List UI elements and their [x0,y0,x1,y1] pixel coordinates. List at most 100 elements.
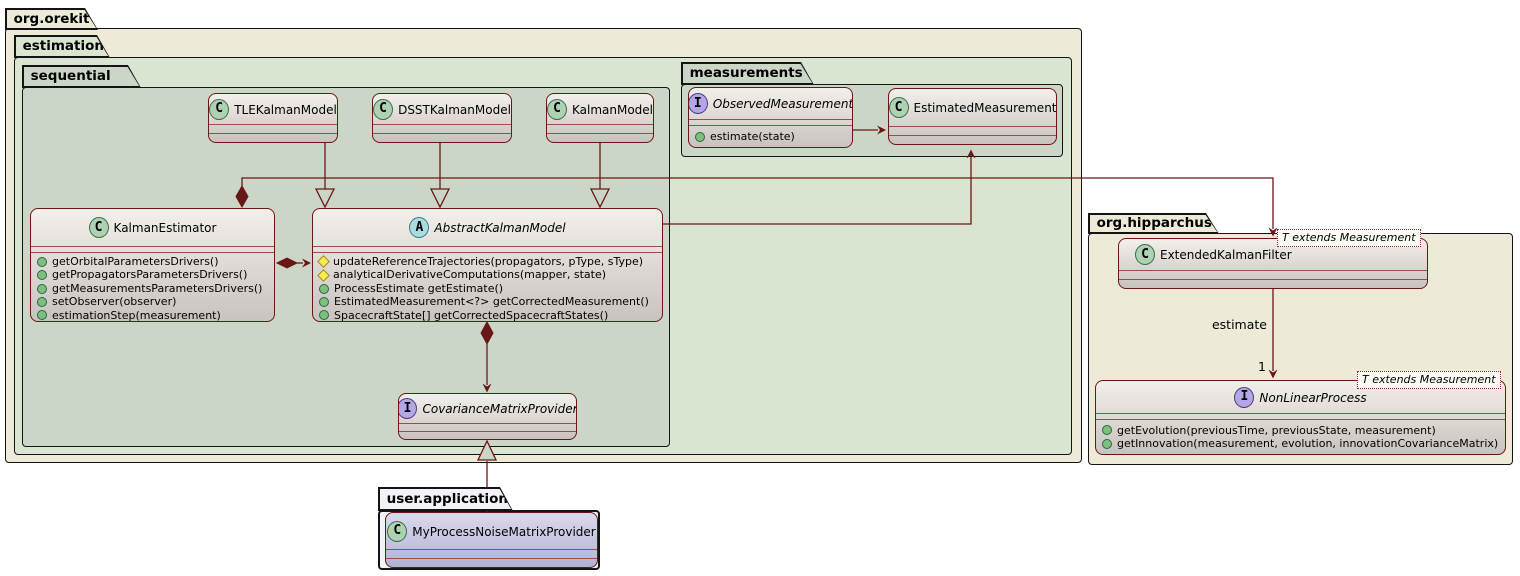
method-row: estimate(state) [689,130,848,143]
class-my-process-noise-matrix-provider: C MyProcessNoiseMatrixProvider [385,512,598,568]
methods-compartment [386,558,597,567]
method-text: getMeasurementsParametersDrivers() [52,281,263,295]
method-row: getInnovation(measurement, evolution, in… [1096,437,1501,450]
public-method-icon [37,283,47,294]
public-method-icon [1102,438,1112,449]
class-header: C EstimatedMeasurement [889,89,1056,126]
protected-method-icon [317,268,330,282]
package-label: org.hipparchus [1090,215,1218,233]
package-tab-estimation: estimation [14,35,110,58]
class-icon: C [1135,244,1155,265]
interface-icon: I [399,398,418,419]
class-icon: C [209,98,230,120]
package-tab-org-orekit: org.orekit [5,8,98,30]
method-row: getMeasurementsParametersDrivers() [31,282,270,295]
method-row: analyticalDerivativeComputations(mapper,… [313,268,658,282]
interface-covariance-matrix-provider: I CovarianceMatrixProvider [398,393,577,440]
package-tab-user-application: user.application [378,487,513,511]
fields-compartment [209,124,337,133]
class-icon: C [387,520,408,542]
public-method-icon [319,283,329,294]
fields-compartment [386,549,597,558]
package-label: measurements [683,64,813,84]
class-header: C KalmanEstimator [31,209,274,246]
methods-compartment: getEvolution(previousTime, previousState… [1096,419,1505,454]
protected-method-icon [317,255,330,269]
methods-compartment [373,133,511,142]
method-text: getEvolution(previousTime, previousState… [1117,423,1436,437]
interface-icon: I [1234,386,1255,408]
generic-type-tag: T extends Measurement [1277,229,1421,247]
public-method-icon [37,296,47,307]
method-text: ProcessEstimate getEstimate() [334,281,504,295]
class-header: I CovarianceMatrixProvider [399,394,576,423]
method-text: setObserver(observer) [52,295,177,309]
class-name: EstimatedMeasurement [913,101,1057,115]
class-tle-kalman-model: C TLEKalmanModel [208,93,338,143]
method-text: updateReferenceTrajectories(propagators,… [333,255,644,268]
fields-compartment [547,124,653,133]
class-icon: C [547,98,567,120]
interface-name: NonLinearProcess [1259,390,1367,405]
methods-compartment: updateReferenceTrajectories(propagators,… [313,252,662,322]
class-header: I ObservedMeasurement [689,88,852,119]
class-header: C DSSTKalmanModel [373,94,511,124]
method-text: getInnovation(measurement, evolution, in… [1117,437,1499,450]
class-estimated-measurement: C EstimatedMeasurement [888,88,1057,145]
method-row: setObserver(observer) [31,295,270,308]
method-row: estimationStep(measurement) [31,309,270,321]
fields-compartment [1096,413,1505,419]
class-header: C MyProcessNoiseMatrixProvider [386,513,597,549]
public-method-icon [1102,425,1112,436]
package-tab-org-hipparchus: org.hipparchus [1088,213,1219,234]
method-row: EstimatedMeasurement<?> getCorrectedMeas… [313,295,658,308]
class-header: C TLEKalmanModel [209,94,337,124]
class-icon: C [373,98,394,120]
fields-compartment [889,126,1056,135]
class-dsst-kalman-model: C DSSTKalmanModel [372,93,512,143]
class-header: A AbstractKalmanModel [313,209,662,246]
public-method-icon [37,256,47,267]
method-text: estimate(state) [710,129,795,143]
fields-compartment [399,423,576,431]
method-row: getOrbitalParametersDrivers() [31,255,270,268]
interface-non-linear-process: I NonLinearProcess getEvolution(previous… [1095,380,1506,455]
class-name: DSSTKalmanModel [398,102,511,117]
public-method-icon [695,131,705,142]
methods-compartment [399,431,576,439]
interface-name: ObservedMeasurement [712,97,853,111]
fields-compartment [31,246,274,252]
package-tab-sequential: sequential [22,65,141,88]
interface-observed-measurement: I ObservedMeasurement estimate(state) [688,87,853,148]
method-text: SpacecraftState[] getCorrectedSpacecraft… [334,308,609,322]
package-label: user.application [380,489,512,510]
package-label: estimation [16,37,109,57]
class-name: TLEKalmanModel [234,102,337,117]
abstract-class-icon: A [409,217,430,238]
package-label: sequential [24,67,140,87]
class-kalman-estimator: C KalmanEstimator getOrbitalParametersDr… [30,208,275,322]
class-header: C ExtendedKalmanFilter [1119,239,1427,270]
interface-icon: I [689,93,708,114]
public-method-icon [319,296,329,307]
methods-compartment [547,133,653,142]
class-name: ExtendedKalmanFilter [1160,248,1292,262]
fields-compartment [1119,270,1427,279]
class-icon: C [88,217,109,238]
generic-type-tag: T extends Measurement [1357,371,1501,389]
method-row: getPropagatorsParametersDrivers() [31,268,270,281]
fields-compartment [689,119,852,125]
method-text: getOrbitalParametersDrivers() [52,255,219,268]
public-method-icon [37,310,47,321]
package-tab-measurements: measurements [681,62,814,85]
method-row: updateReferenceTrajectories(propagators,… [313,255,658,269]
fields-compartment [313,246,662,252]
methods-compartment [889,135,1056,144]
method-row: SpacecraftState[] getCorrectedSpacecraft… [313,308,658,322]
methods-compartment [1119,279,1427,288]
class-header: C KalmanModel [547,94,653,124]
class-name: MyProcessNoiseMatrixProvider [412,524,596,539]
package-label: org.orekit [7,10,97,29]
class-icon: C [889,97,909,118]
class-name: KalmanModel [571,102,654,117]
